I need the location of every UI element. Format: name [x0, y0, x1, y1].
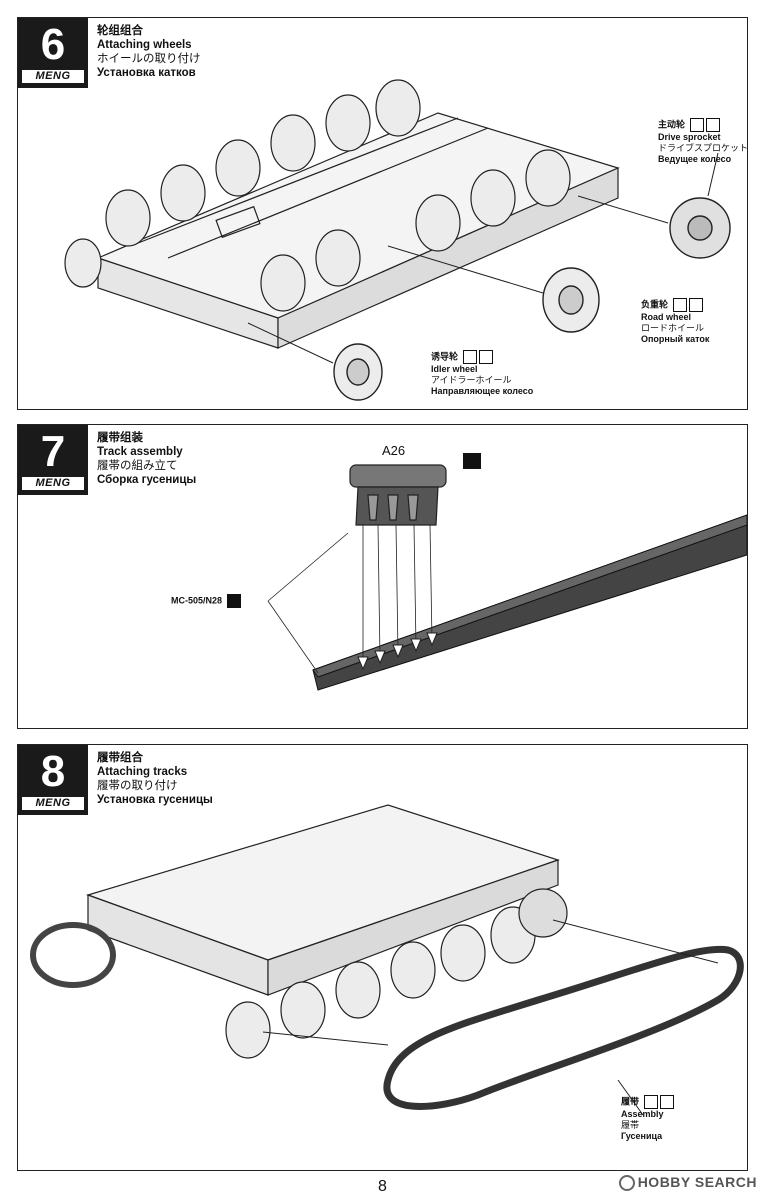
track-belt — [312, 514, 747, 691]
step-8-panel: 8 MENG 履带组合 Attaching tracks 履帯の取り付け Уст… — [17, 744, 748, 1171]
rear-road-wheels — [64, 79, 421, 288]
road-wheel-ru: Опорный каток — [641, 334, 710, 344]
idler-wheel-part — [333, 343, 383, 401]
step-number: 6 — [40, 20, 66, 69]
paint-code-label: MC-505/N28 — [171, 594, 241, 608]
installed-track — [30, 922, 116, 988]
step-number: 7 — [40, 427, 66, 476]
brand-logo: MENG — [22, 70, 84, 83]
step-title-block: 履带组合 Attaching tracks 履帯の取り付け Установка … — [97, 751, 213, 807]
idler-wheel-ja: アイドラーホイール — [431, 375, 512, 385]
track-loop — [383, 945, 744, 1110]
page-number: 8 — [378, 1178, 387, 1195]
step-title-ru: Сборка гусеницы — [97, 474, 197, 486]
assembly-en: Assembly — [621, 1109, 664, 1119]
step-title-zh: 履带组合 — [97, 752, 143, 764]
bowtie-icon — [688, 298, 703, 312]
step-title-block: 轮组组合 Attaching wheels ホイールの取り付け Установк… — [97, 24, 201, 80]
idler-wheel-ru: Направляющее колесо — [431, 386, 534, 396]
step-number: 8 — [40, 747, 66, 796]
placement-arrows — [357, 632, 438, 671]
drive-sprocket-zh: 主动轮 — [658, 119, 686, 130]
watermark: HOBBY SEARCH — [618, 1174, 757, 1192]
drive-sprocket-label: 主动轮 Drive sprocket ドライブスプロケット Ведущее ко… — [658, 118, 748, 165]
track-assembly-label: 履带 Assembly 履帯 Гусеница — [621, 1095, 674, 1142]
assembly-ru: Гусеница — [621, 1131, 663, 1141]
bowtie-icon — [705, 118, 720, 132]
step-title-ru: Установка гусеницы — [97, 794, 213, 806]
hull-wheels-illustration — [64, 79, 731, 401]
drive-sprocket-part — [669, 197, 731, 259]
step-title-ja: ホイールの取り付け — [97, 53, 201, 65]
road-wheel-ja: ロードホイール — [641, 323, 705, 333]
drive-sprocket-ja: ドライブスプロケット — [658, 143, 749, 153]
bowtie-icon — [478, 350, 493, 364]
road-wheel-en: Road wheel — [641, 312, 692, 322]
step-title-zh: 轮组组合 — [97, 25, 143, 37]
paint-x-icon — [643, 1095, 658, 1109]
idler-wheel-zh: 诱导轮 — [431, 351, 459, 362]
brand-logo: MENG — [22, 477, 84, 490]
step-title-ja: 履帯の組み立て — [97, 460, 178, 472]
road-wheel-label: 负重轮 Road wheel ロードホイール Опорный каток — [641, 298, 709, 345]
assembly-ja: 履帯 — [621, 1120, 640, 1130]
step-badge: 6 MENG — [18, 18, 88, 88]
road-wheel-part — [542, 267, 600, 333]
watermark-text: HOBBY SEARCH — [637, 1174, 757, 1190]
step-title-en: Attaching wheels — [97, 39, 192, 51]
step-title-ru: Установка катков — [97, 67, 196, 79]
road-wheels — [225, 888, 568, 1059]
step-7-panel: 7 MENG 履带组装 Track assembly 履帯の組み立て Сборк… — [17, 424, 748, 729]
drive-sprocket-ru: Ведущее колесо — [658, 154, 732, 164]
step-title-ja: 履帯の取り付け — [97, 780, 178, 792]
hull-tracks-illustration — [30, 804, 744, 1116]
step-badge: 7 MENG — [18, 425, 88, 495]
bowtie-icon — [659, 1095, 674, 1109]
hobby-search-logo-icon — [618, 1175, 635, 1192]
track-assembly-illustration — [267, 464, 747, 691]
brush-icon — [226, 594, 241, 608]
front-road-wheels — [260, 149, 571, 312]
step-6-panel: 6 MENG 轮组组合 Attaching wheels ホイールの取り付け У… — [17, 17, 748, 410]
step-badge: 8 MENG — [18, 745, 88, 815]
step-title-en: Track assembly — [97, 446, 183, 458]
idler-wheel-en: Idler wheel — [431, 364, 478, 374]
assembly-zh: 履带 — [621, 1096, 640, 1107]
road-wheel-zh: 负重轮 — [641, 299, 669, 310]
drive-sprocket-en: Drive sprocket — [658, 132, 721, 142]
step-title-block: 履带组装 Track assembly 履帯の組み立て Сборка гусен… — [97, 431, 196, 487]
paint-x-icon — [689, 118, 704, 132]
paint-code: MC-505/N28 — [171, 595, 223, 606]
brand-logo: MENG — [22, 797, 84, 810]
idler-wheel-label: 诱导轮 Idler wheel アイドラーホイール Направляющее к… — [431, 350, 533, 397]
paint-x-icon — [672, 298, 687, 312]
paint-x-icon — [462, 350, 477, 364]
step-title-zh: 履带组装 — [97, 432, 143, 444]
part-code-a26: A26 — [382, 443, 406, 458]
cement-icon — [463, 453, 481, 469]
a26-part — [349, 464, 447, 526]
step-title-en: Attaching tracks — [97, 766, 188, 778]
